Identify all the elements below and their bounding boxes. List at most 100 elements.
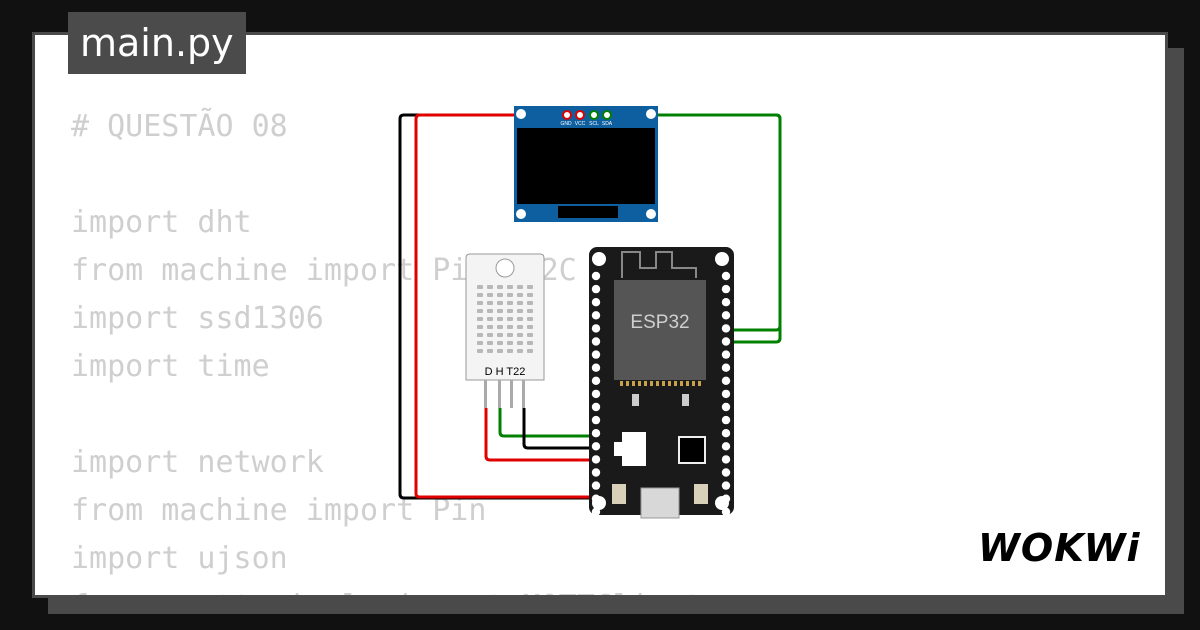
dht-grille-slot (527, 285, 533, 289)
dht-grille-slot (477, 317, 483, 321)
code-line-3: import dht (71, 205, 252, 240)
dht-grille-slot (487, 293, 493, 297)
dht-grille-slot (487, 317, 493, 321)
esp32-board[interactable]: ESP32 (589, 247, 734, 519)
code-line-6: import time (71, 349, 270, 384)
esp32-pin[interactable] (591, 311, 601, 320)
oled-display[interactable]: GND VCC SCL SDA (514, 106, 658, 222)
dht-grille-slot (477, 301, 483, 305)
esp32-pin[interactable] (721, 442, 731, 451)
esp32-pin[interactable] (591, 337, 601, 346)
esp32-pin[interactable] (721, 507, 731, 516)
dht-grille-slot (497, 317, 503, 321)
dht-grille-slot (527, 309, 533, 313)
esp32-regulator (622, 432, 646, 466)
esp32-pin[interactable] (721, 376, 731, 385)
oled-pin-sda[interactable] (602, 110, 612, 120)
esp32-pin[interactable] (721, 350, 731, 359)
esp32-pin[interactable] (721, 494, 731, 503)
reset-button[interactable] (694, 484, 708, 504)
esp32-pin[interactable] (721, 311, 731, 320)
esp32-pin[interactable] (591, 468, 601, 477)
esp32-mount-hole (592, 252, 606, 266)
esp32-pin[interactable] (721, 298, 731, 307)
oled-ribbon (558, 206, 618, 218)
esp32-pin[interactable] (721, 415, 731, 425)
dht-grille-slot (487, 341, 493, 345)
esp32-pin[interactable] (591, 442, 601, 451)
esp32-pin[interactable] (721, 324, 731, 333)
esp32-pin[interactable] (591, 494, 601, 503)
wire-green-sda-2 (726, 130, 782, 344)
esp32-pins-left (591, 271, 601, 516)
dht-grille-slot (477, 309, 483, 313)
dht22-sensor[interactable]: D H T22 (465, 253, 545, 408)
esp32-pin[interactable] (591, 429, 601, 438)
dht-grille-slot (517, 325, 523, 329)
esp32-pin[interactable] (591, 481, 601, 490)
esp32-pin[interactable] (721, 389, 731, 399)
esp32-pin[interactable] (721, 363, 731, 372)
dht-grille-slot (497, 349, 503, 353)
esp32-pin[interactable] (721, 402, 731, 412)
dht-grille-slot (517, 301, 523, 305)
oled-pin-scl[interactable] (589, 110, 599, 120)
esp32-pin[interactable] (591, 376, 601, 385)
esp32-chip-label: ESP32 (630, 312, 689, 333)
esp32-pin[interactable] (591, 324, 601, 333)
dht-grille-slot (477, 333, 483, 337)
dht-grille-slot (507, 349, 513, 353)
esp32-castellation (668, 381, 671, 386)
esp32-pin[interactable] (591, 350, 601, 359)
esp32-pin[interactable] (721, 429, 731, 438)
dht-grille-slot (487, 285, 493, 289)
usb-port[interactable] (640, 487, 680, 519)
dht-pin (484, 380, 487, 408)
dht-grille-slot (497, 285, 503, 289)
oled-pin-label: VCC (575, 121, 586, 127)
esp32-pin[interactable] (591, 284, 601, 294)
filename-tab[interactable]: main.py (68, 12, 246, 74)
dht-grille-slot (487, 309, 493, 313)
esp32-pin[interactable] (721, 337, 731, 346)
code-background: # QUESTÃO 08 import dht from machine impor… (71, 103, 703, 595)
dht-grille-slot (517, 293, 523, 297)
dht-grille-slot (477, 285, 483, 289)
esp32-castellation (662, 381, 665, 386)
esp32-pin[interactable] (591, 455, 601, 464)
oled-pin-vcc[interactable] (575, 110, 585, 120)
esp32-pin[interactable] (721, 468, 731, 477)
code-line-4: from machine import Pin, I2C (71, 253, 577, 288)
esp32-pin[interactable] (721, 455, 731, 464)
esp32-mount-hole (715, 252, 729, 266)
esp32-pin[interactable] (591, 402, 601, 412)
boot-button[interactable] (612, 484, 626, 504)
dht-grille (477, 285, 533, 353)
esp32-pin[interactable] (721, 284, 731, 294)
wire-green-dht-data (498, 408, 595, 438)
esp32-pin[interactable] (721, 271, 731, 281)
wokwi-logo: WOKWi (978, 526, 1141, 570)
oled-pin-gnd[interactable] (562, 110, 572, 120)
esp32-pin[interactable] (591, 363, 601, 372)
esp32-smd (632, 394, 639, 406)
dht-grille-slot (527, 293, 533, 297)
oled-mount-hole (516, 109, 526, 119)
esp32-pin[interactable] (591, 389, 601, 399)
esp32-pin[interactable] (591, 298, 601, 307)
esp32-pin[interactable] (591, 507, 601, 516)
dht-body (465, 253, 545, 381)
esp32-castellation (686, 381, 689, 386)
code-line-1: # QUESTÃO 08 (71, 109, 288, 144)
dht-grille-slot (507, 285, 513, 289)
esp32-castellation (698, 381, 701, 386)
dht-grille-slot (497, 325, 503, 329)
esp32-pins-right (721, 271, 731, 516)
esp32-pin[interactable] (591, 271, 601, 281)
esp32-pin[interactable] (721, 481, 731, 490)
oled-pin-label: SCL (589, 121, 599, 127)
dht-grille-slot (507, 301, 513, 305)
dht-grille-slot (497, 293, 503, 297)
esp32-pin[interactable] (591, 415, 601, 425)
